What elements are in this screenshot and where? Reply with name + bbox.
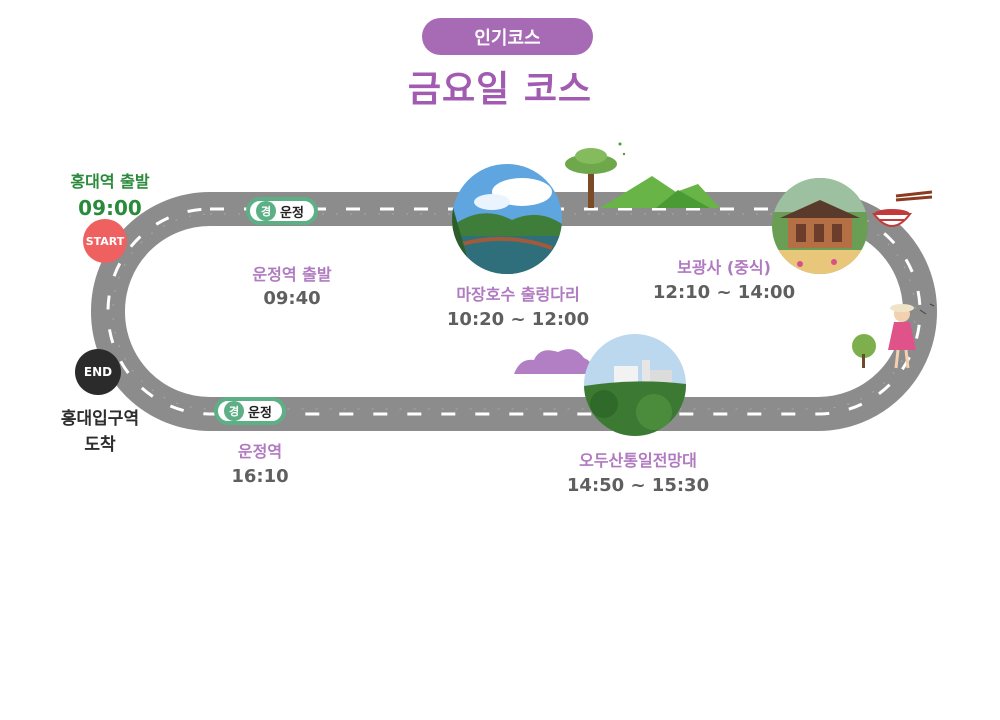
noodle-bowl-icon — [872, 190, 933, 227]
popular-course-badge: 인기코스 — [422, 18, 593, 55]
majang-lake-photo — [452, 164, 562, 274]
start-title: 홍대역 출발 — [70, 172, 150, 191]
start-badge: START — [83, 219, 127, 263]
bush-icon — [514, 349, 594, 374]
stop-time-bogwangsa: 12:10 ~ 14:00 — [652, 282, 796, 303]
via-label: 운정 — [248, 405, 272, 421]
end-badge: END — [75, 349, 121, 395]
traveler-icon — [852, 303, 935, 369]
stop-time-odusan: 14:50 ~ 15:30 — [566, 475, 710, 496]
end-line2: 도착 — [84, 435, 116, 455]
odusan-observatory-photo — [584, 334, 686, 436]
stop-name-bogwangsa: 보광사 (중식) — [677, 258, 771, 277]
stop-name-odusan: 오두산통일전망대 — [579, 451, 697, 470]
start-time: 09:00 — [78, 196, 142, 220]
end-line1: 홍대입구역 — [60, 409, 140, 429]
page-title: 금요일 코스 — [407, 69, 593, 110]
stop-time-majang-lake: 10:20 ~ 12:00 — [446, 309, 590, 330]
via-icon: 경 — [224, 401, 244, 421]
stop-name-majang-lake: 마장호수 출렁다리 — [456, 285, 580, 304]
via-label: 운정 — [280, 205, 304, 221]
via-unjeong-badge-top: 경 운정 — [246, 197, 318, 225]
stop-time-unjeong-depart: 09:40 — [263, 288, 321, 309]
stop-name-unjeong-depart: 운정역 출발 — [252, 265, 332, 284]
via-icon: 경 — [256, 201, 276, 221]
tree-icon — [565, 142, 720, 208]
via-unjeong-badge-bottom: 경 운정 — [214, 397, 286, 425]
stop-time-unjeong-return: 16:10 — [231, 466, 289, 487]
stop-name-unjeong-return: 운정역 — [237, 442, 283, 461]
